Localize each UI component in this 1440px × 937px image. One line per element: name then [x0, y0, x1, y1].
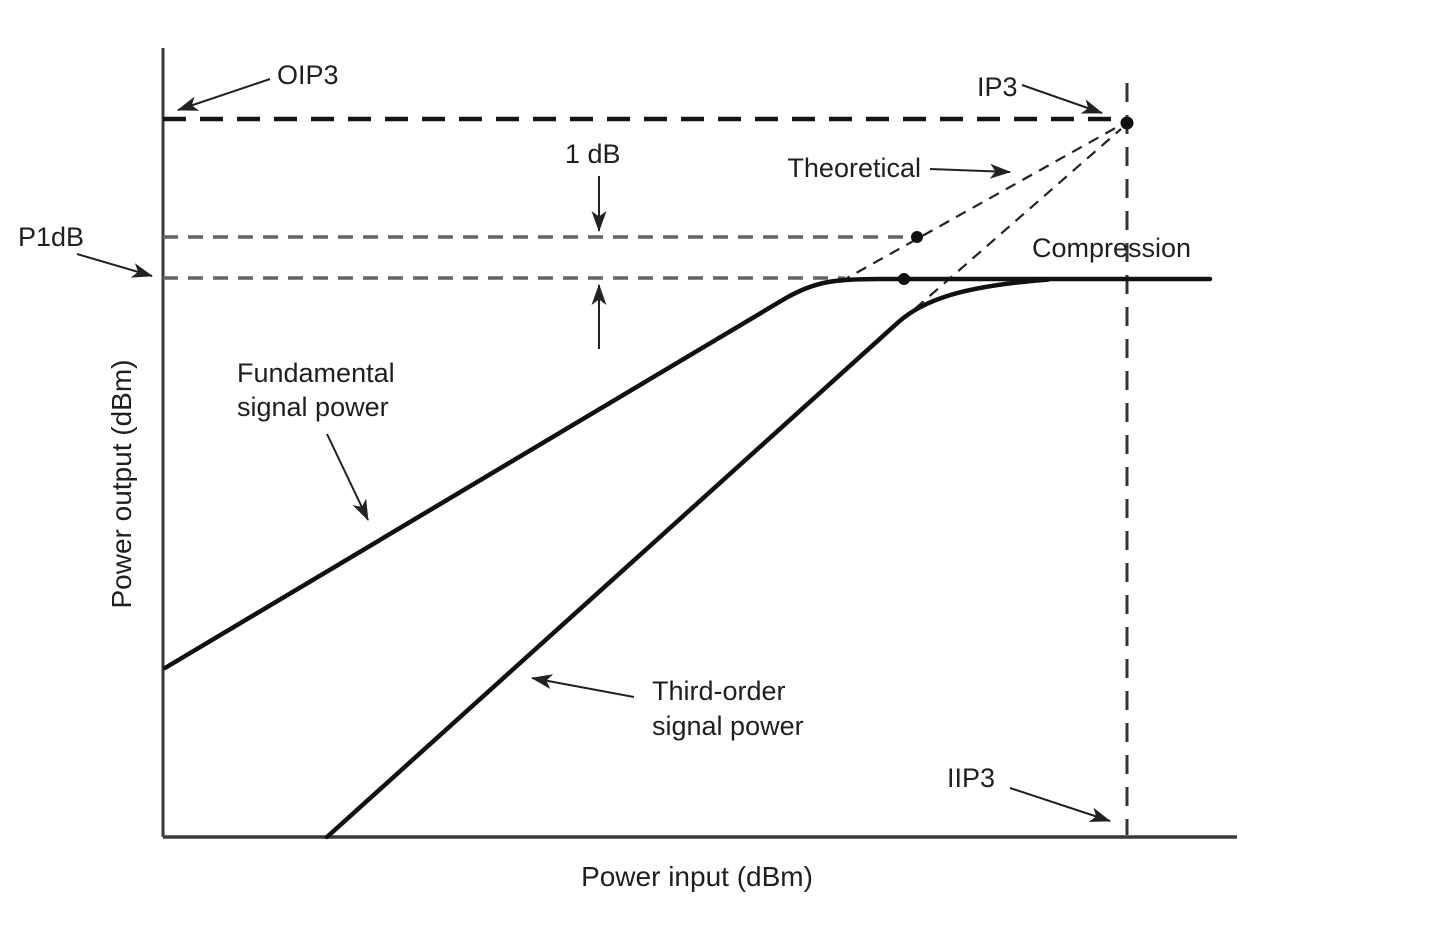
third-order-label-line1: Third-order — [652, 676, 786, 706]
ip3-label: IP3 — [977, 72, 1018, 102]
ip3-arrow — [1021, 84, 1103, 114]
x-axis-label: Power input (dBm) — [581, 861, 813, 892]
iip3-label: IIP3 — [947, 763, 995, 793]
fundamental-label-line2: signal power — [237, 392, 389, 422]
theoretical-arrow — [929, 163, 1011, 179]
oip3-arrow — [177, 78, 271, 111]
one-db-label: 1 dB — [565, 139, 621, 169]
third-order-label-line2: signal power — [652, 711, 804, 741]
third-order-signal-curve — [324, 277, 1051, 840]
compression-label: Compression — [1032, 233, 1191, 263]
third-order-theoretical-extension — [900, 128, 1122, 322]
ip3-point — [1120, 116, 1134, 130]
fundamental-label-line1: Fundamental — [237, 358, 395, 388]
fundamental-signal-curve — [162, 276, 1213, 671]
p1db-arrow — [76, 253, 153, 278]
p1db-label: P1dB — [18, 222, 84, 252]
compression-point — [898, 273, 910, 285]
theoretical-label: Theoretical — [787, 153, 921, 183]
oip3-label: OIP3 — [277, 60, 339, 90]
fundamental-theoretical-extension — [839, 125, 1120, 283]
fundamental-label-arrow — [326, 433, 369, 521]
iip3-arrow — [1009, 787, 1111, 822]
one-db-theoretical-point — [911, 231, 923, 243]
third-order-label-arrow — [531, 674, 635, 698]
y-axis-label: Power output (dBm) — [106, 360, 137, 609]
